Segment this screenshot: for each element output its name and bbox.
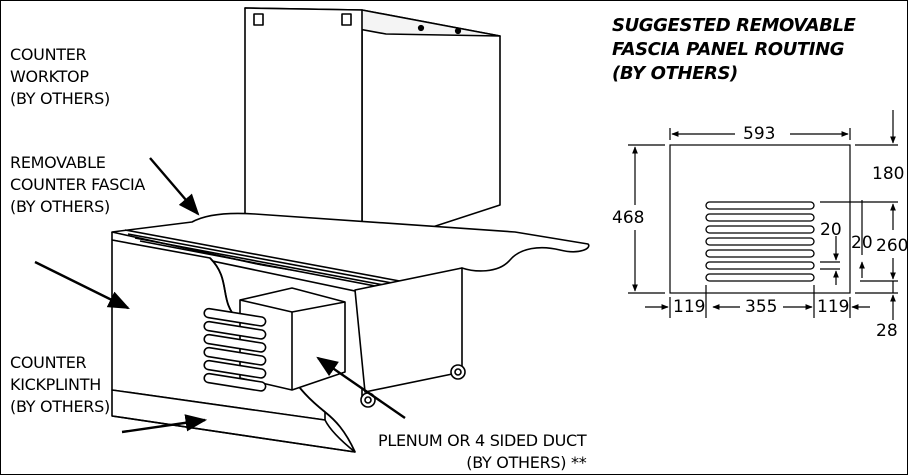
label-plenum: PLENUM OR 4 SIDED DUCT (BY OTHERS) ** (378, 431, 587, 472)
dim-left-margin: 119 (673, 297, 706, 317)
arrow-removable-fascia (149, 157, 200, 216)
routing-slots (705, 201, 815, 282)
fascia-slots (203, 307, 267, 392)
routing-diagram (628, 110, 898, 320)
dim-slot-gap: 20 (851, 233, 873, 253)
label-counter-worktop: COUNTER WORKTOP (BY OTHERS) (10, 45, 110, 108)
counter-worktop (111, 212, 590, 296)
label-removable-fascia: REMOVABLE COUNTER FASCIA (BY OTHERS) (10, 153, 146, 216)
arrow-plenum (316, 356, 406, 419)
dim-width: 593 (743, 124, 776, 144)
arrow-kickplinth (121, 414, 208, 434)
label-kickplinth: COUNTER KICKPLINTH (BY OTHERS) (10, 353, 110, 416)
dim-height: 468 (612, 208, 645, 228)
dim-bottom-offset: 28 (876, 321, 898, 341)
leader-arrows (34, 157, 406, 434)
routing-title: SUGGESTED REMOVABLE FASCIA PANEL ROUTING… (612, 15, 856, 84)
isometric-unit-drawing (111, 7, 590, 453)
fascia-panel-outline (669, 144, 851, 294)
dim-slot-width: 355 (745, 297, 778, 317)
dim-slot-height: 20 (820, 220, 842, 240)
dim-slot-zone-height: 260 (876, 236, 908, 256)
dim-top-offset: 180 (872, 164, 905, 184)
dim-right-margin: 119 (817, 297, 850, 317)
arrow-counter-front (34, 260, 130, 310)
